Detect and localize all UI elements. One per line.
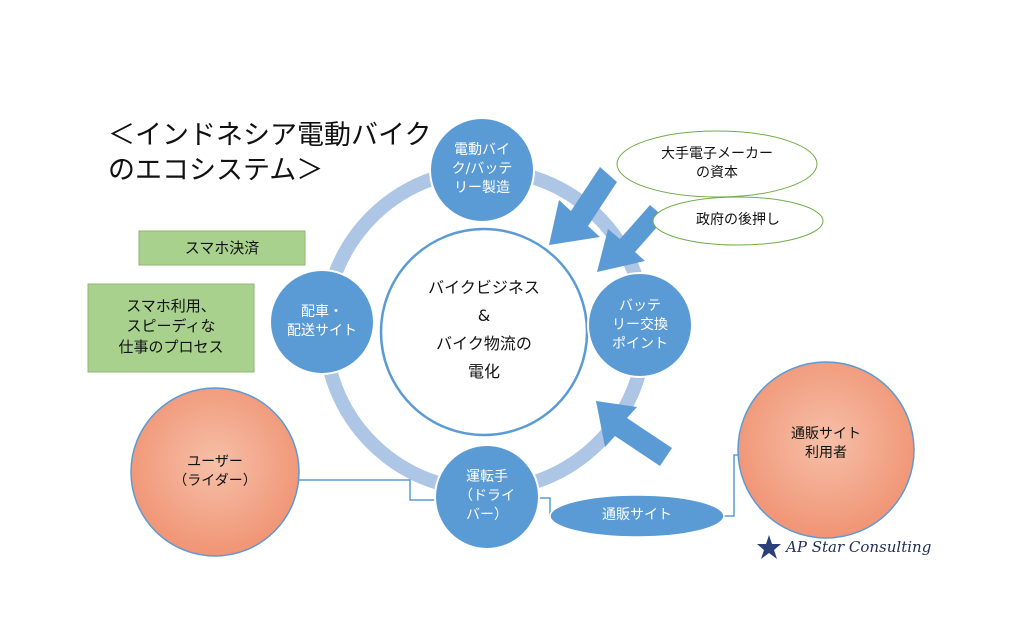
diagram-title: ＜インドネシア電動バイク のエコシステム＞ <box>108 120 432 187</box>
brand-logo: AP Star Consulting <box>756 534 931 560</box>
center-label: バイクビジネス & バイク物流の 電化 <box>428 278 540 381</box>
node-driver <box>434 444 540 550</box>
rider-circle <box>130 387 300 557</box>
process-label: スマホ利用、 スピーディな 仕事のプロセス <box>118 297 224 356</box>
box-mobile-payment <box>138 230 306 266</box>
ecommerce-site-label: 通販サイト <box>602 507 672 523</box>
node-battery-swap <box>587 272 693 378</box>
rider-label: ユーザー （ライダー） <box>173 454 257 489</box>
oval-big-electronics <box>616 130 818 198</box>
mobile-payment-label: スマホ決済 <box>184 239 260 257</box>
brand-name: AP Star Consulting <box>786 538 932 556</box>
star-icon <box>757 535 781 559</box>
ecommerce-user-label: 通販サイト 利用者 <box>791 426 861 461</box>
center-circle <box>379 227 589 437</box>
arrow-from-ecommerce-user <box>596 401 672 466</box>
ecommerce-connector-line <box>535 497 551 516</box>
node-battery-swap-label: バッテ リー交換 ポイント <box>612 298 668 352</box>
oval-government <box>652 196 824 246</box>
oval-ecommerce-site <box>549 494 725 538</box>
box-process <box>87 283 255 373</box>
node-driver-label: 運転手 （ドライ バー） <box>459 469 515 523</box>
node-manufacturing-label: 電動バイ ク/バッテ リー製造 <box>451 142 513 196</box>
ecommerce-user-circle <box>737 361 915 539</box>
arrow-from-capital <box>549 167 617 245</box>
big-electronics-label: 大手電子メーカー の資本 <box>661 146 773 181</box>
node-dispatch-label: 配車・ 配送サイト <box>287 304 357 339</box>
node-dispatch <box>269 269 375 375</box>
rider-connector-line <box>298 479 437 501</box>
arrow-from-government <box>597 205 665 272</box>
government-label: 政府の後押し <box>696 212 780 228</box>
ecommerce-user-connector-line <box>722 454 740 517</box>
node-manufacturing <box>429 117 535 223</box>
